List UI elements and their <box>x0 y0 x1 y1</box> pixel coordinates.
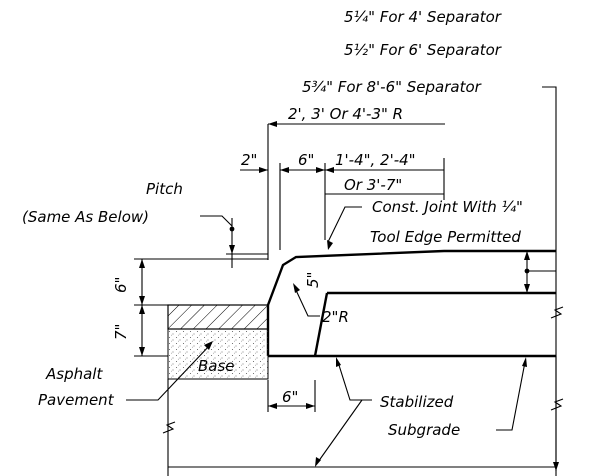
curb-joint <box>313 292 329 357</box>
break-mark-right-1 <box>550 306 564 319</box>
asphalt-leader <box>126 344 211 401</box>
dim-7in-arrow-down <box>139 347 145 356</box>
subgrade-arrow-left <box>336 357 341 367</box>
label-dim-2in: 2" <box>241 151 257 169</box>
dim-2in-arrow <box>259 167 268 173</box>
label-dim-5in: 5" <box>304 272 322 288</box>
label-pavement: Pavement <box>38 391 115 409</box>
dim-1-4-arrow <box>325 167 334 173</box>
label-dim-3-7: Or 3'-7" <box>344 176 402 194</box>
base-layer <box>167 328 269 380</box>
asphalt-arrow <box>204 341 213 350</box>
dim-7in-arrow-up <box>139 305 145 314</box>
label-tool-edge: Tool Edge Permitted <box>370 228 521 246</box>
label-sep-8: 5¾" For 8'-6" Separator <box>302 78 482 96</box>
label-sep-4: 5¼" For 4' Separator <box>344 8 502 26</box>
dim-5in-arrow-up <box>524 251 530 260</box>
dim-6in-left-arrow-up <box>139 259 145 268</box>
subgrade-leader-bottom <box>317 399 363 463</box>
break-mark-left <box>162 421 176 434</box>
label-dim-6in-bottom: 6" <box>282 388 298 406</box>
dim-6in-arrow-left <box>280 167 289 173</box>
label-radius-options: 2', 3' Or 4'-3" R <box>288 105 403 123</box>
separator-leader-line <box>542 86 557 471</box>
label-same-as-below: (Same As Below) <box>22 208 149 226</box>
dim-6in-bottom-arrow-r <box>306 403 315 409</box>
label-const-joint: Const. Joint With ¼" <box>372 198 523 216</box>
radius-2in-leader <box>294 287 320 317</box>
break-mark-right-2 <box>550 398 564 411</box>
curb-top-surface <box>266 249 556 306</box>
label-subgrade: Subgrade <box>388 421 460 439</box>
radius-2in-arrow <box>293 283 300 293</box>
label-radius-2in: 2"R <box>322 308 349 326</box>
const-joint-leader <box>327 206 362 243</box>
const-joint-arrow <box>327 240 333 250</box>
dim-5in-dot <box>524 268 530 274</box>
pitch-arrow <box>229 245 235 254</box>
dim-6in-left-arrow-down <box>139 296 145 305</box>
subgrade-arrow-bottom <box>315 457 321 467</box>
asphalt-layer <box>167 304 269 330</box>
dim-6in-bottom-arrow-l <box>268 403 277 409</box>
subgrade-arrow-right <box>522 357 527 367</box>
pitch-dot <box>229 226 235 232</box>
label-dim-6in-top: 6" <box>298 151 314 169</box>
subgrade-leader-left <box>337 361 372 401</box>
label-asphalt: Asphalt <box>45 365 103 383</box>
label-pitch: Pitch <box>146 180 183 198</box>
label-stabilized: Stabilized <box>380 393 454 411</box>
dim-6in-arrow-right <box>316 167 325 173</box>
label-sep-6: 5½" For 6' Separator <box>344 41 502 59</box>
label-dim-1-4: 1'-4", 2'-4" <box>335 151 416 169</box>
label-dim-6in-left: 6" <box>112 277 130 293</box>
pitch-leader <box>200 215 233 227</box>
dim-5in-arrow-down <box>524 284 530 293</box>
subgrade-leader-right <box>496 361 526 431</box>
label-dim-7in: 7" <box>112 324 130 340</box>
label-base: Base <box>198 357 235 375</box>
radius-arrow <box>268 121 277 127</box>
